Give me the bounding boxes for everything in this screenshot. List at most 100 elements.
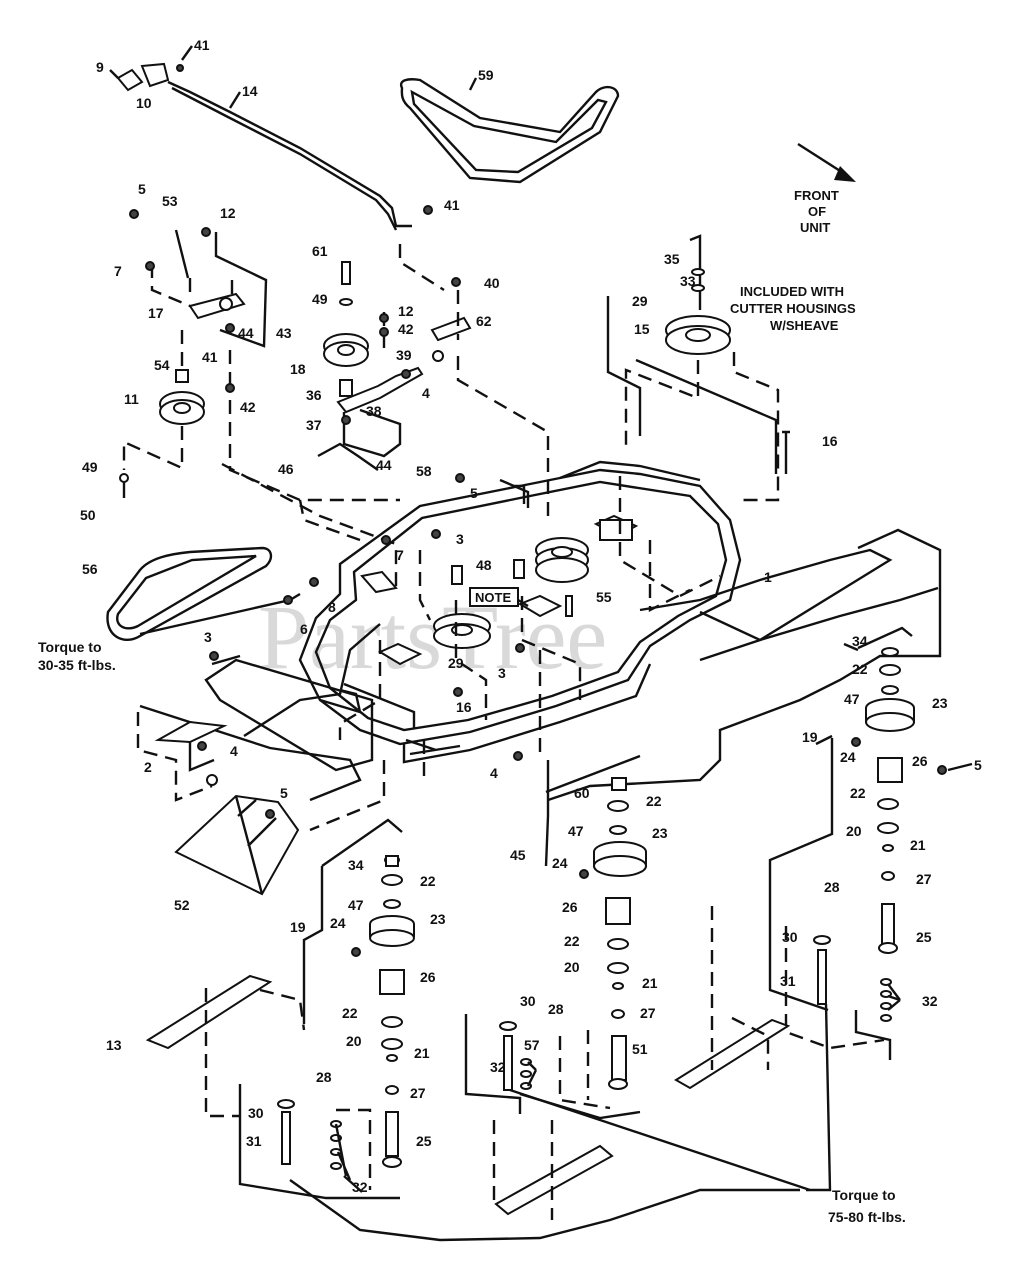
- callout: 38: [366, 403, 382, 419]
- idler-bracket-assembly: [119, 229, 400, 502]
- callout: 20: [564, 959, 580, 975]
- callout: 18: [290, 361, 306, 377]
- callout: 26: [912, 753, 928, 769]
- housing-outlines: [139, 296, 942, 802]
- torque-note-large: Torque to 75-80 ft-lbs.: [828, 1187, 906, 1225]
- blade-right: [674, 906, 791, 1090]
- deck-housing-1: [298, 460, 893, 764]
- callout: 16: [456, 699, 472, 715]
- callout: 39: [396, 347, 412, 363]
- callout: 34: [348, 857, 364, 873]
- callout: 23: [430, 911, 446, 927]
- callout: 49: [312, 291, 328, 307]
- callout: 42: [398, 321, 414, 337]
- spindle-left: [238, 818, 800, 1242]
- svg-text:INCLUDED WITH: INCLUDED WITH: [740, 284, 844, 299]
- callout: 13: [106, 1037, 122, 1053]
- callout: 16: [822, 433, 838, 449]
- callout: 41: [444, 197, 460, 213]
- discharge-chute-52: [174, 794, 300, 896]
- callout: 44: [376, 457, 392, 473]
- part-callouts: 41 9 10 14 59 5 53 12 41 7 17 41 44 43 6…: [80, 37, 982, 1195]
- callout: 29: [448, 655, 464, 671]
- callout: 60: [574, 785, 590, 801]
- svg-text:CUTTER HOUSINGS: CUTTER HOUSINGS: [730, 301, 856, 316]
- callout: 27: [640, 1005, 656, 1021]
- callout: 4: [490, 765, 498, 781]
- callout: 30: [782, 929, 798, 945]
- callout: 46: [278, 461, 294, 477]
- callout: 36: [306, 387, 322, 403]
- svg-text:FRONT: FRONT: [794, 188, 839, 203]
- callout: 26: [420, 969, 436, 985]
- callout: 40: [484, 275, 500, 291]
- callout: 61: [312, 243, 328, 259]
- callout: 3: [498, 665, 506, 681]
- svg-text:OF: OF: [808, 204, 826, 219]
- callout: 41: [194, 37, 210, 53]
- callout: 9: [96, 59, 104, 75]
- callout: 19: [802, 729, 818, 745]
- watermark: PartsTree: [258, 586, 607, 688]
- callout: 5: [138, 181, 146, 197]
- svg-text:W/SHEAVE: W/SHEAVE: [770, 318, 839, 333]
- callout: 24: [330, 915, 346, 931]
- callout: 32: [922, 993, 938, 1009]
- callout: 27: [410, 1085, 426, 1101]
- callout: 8: [328, 599, 336, 615]
- svg-text:NOTE: NOTE: [475, 590, 511, 605]
- callout: 22: [646, 793, 662, 809]
- callout: 26: [562, 899, 578, 915]
- sheave-15: [624, 234, 790, 502]
- callout: 4: [422, 385, 430, 401]
- front-of-unit-note: FRONT OF UNIT: [794, 188, 839, 235]
- callout: 3: [204, 629, 212, 645]
- callout: 15: [634, 321, 650, 337]
- callout: 29: [632, 293, 648, 309]
- callout: 22: [852, 661, 868, 677]
- callout: 25: [416, 1133, 432, 1149]
- callout: 21: [910, 837, 926, 853]
- callout: 54: [154, 357, 170, 373]
- callout: 41: [202, 349, 218, 365]
- callout: 50: [80, 507, 96, 523]
- callout: 56: [82, 561, 98, 577]
- callout: 17: [148, 305, 164, 321]
- callout: 42: [240, 399, 256, 415]
- callout: 52: [174, 897, 190, 913]
- callout: 7: [396, 547, 404, 563]
- spindle-right: [768, 626, 915, 1060]
- callout: 32: [352, 1179, 368, 1195]
- callout: 20: [346, 1033, 362, 1049]
- callout: 28: [824, 879, 840, 895]
- callout: 22: [420, 873, 436, 889]
- included-with-note: INCLUDED WITH CUTTER HOUSINGS W/SHEAVE: [730, 284, 856, 333]
- callout: 5: [280, 785, 288, 801]
- callout: 21: [414, 1045, 430, 1061]
- blade-center: [492, 1120, 614, 1220]
- callout: 47: [348, 897, 364, 913]
- callout: 43: [276, 325, 292, 341]
- svg-text:75-80 ft-lbs.: 75-80 ft-lbs.: [828, 1209, 906, 1225]
- callout: 1: [764, 569, 772, 585]
- callout: 53: [162, 193, 178, 209]
- callout: 27: [916, 871, 932, 887]
- callout: 34: [852, 633, 868, 649]
- callout: 57: [524, 1037, 540, 1053]
- svg-text:Torque to: Torque to: [38, 639, 102, 655]
- callout: 28: [548, 1001, 564, 1017]
- callout: 37: [306, 417, 322, 433]
- front-arrow-icon: [797, 142, 856, 182]
- callout: 48: [476, 557, 492, 573]
- callout: 22: [342, 1005, 358, 1021]
- callout: 44: [238, 325, 254, 341]
- spindle-center: [464, 754, 647, 1120]
- callout: 23: [932, 695, 948, 711]
- callout-leaders: [109, 45, 973, 1181]
- callout: 5: [974, 757, 982, 773]
- assembly-lines: [221, 462, 721, 832]
- callout: 49: [82, 459, 98, 475]
- control-cable: [116, 62, 412, 231]
- callout: 2: [144, 759, 152, 775]
